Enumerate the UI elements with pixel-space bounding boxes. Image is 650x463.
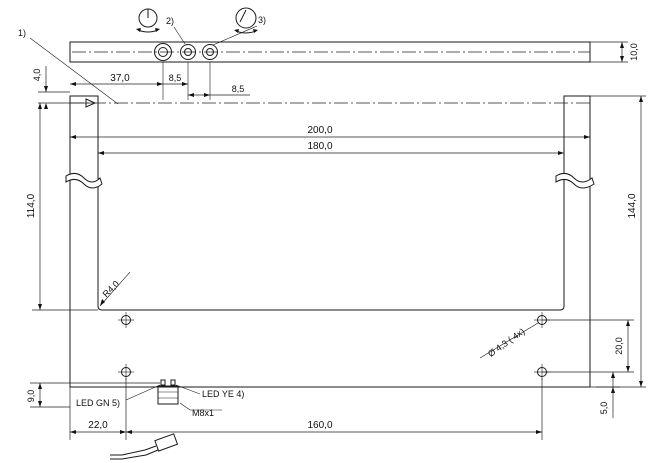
dim-10: 10,0 xyxy=(629,43,639,61)
label-led-gn: LED GN 5) xyxy=(76,398,120,408)
dim-5-group: 5,0 xyxy=(596,372,620,418)
dim-r4: R4,0 xyxy=(101,279,122,300)
dim-20: 20,0 xyxy=(614,337,624,355)
dim-144: 144,0 xyxy=(627,193,638,218)
dim-200: 200,0 xyxy=(307,125,332,136)
knob-position-dimensions: 37,0 8,5 8,5 xyxy=(70,62,250,100)
callout-3: 3) xyxy=(258,15,266,25)
callout-2: 2) xyxy=(166,16,174,26)
led-window-circle xyxy=(202,44,218,60)
dim-hole: Ø 4,3 ( 4x) xyxy=(486,326,527,359)
potentiometer-3-inner xyxy=(184,48,192,56)
potentiometer-3-circle xyxy=(180,44,196,60)
connector-m8 xyxy=(157,379,179,405)
label-led-ye: LED YE 4) xyxy=(202,389,244,399)
led-window-inner xyxy=(206,48,214,56)
dim-4-group: 4,0 xyxy=(32,66,592,109)
cable-plug-icon xyxy=(110,433,179,460)
rotate-symbol-icon xyxy=(234,7,258,34)
break-mark-left xyxy=(65,172,103,189)
dim-114: 114,0 xyxy=(26,193,37,218)
rotate-symbol-icon xyxy=(136,8,160,33)
dim-8-5-b: 8,5 xyxy=(232,84,245,94)
frame-body xyxy=(65,95,595,388)
dim-9-group: 9,0 xyxy=(26,382,160,408)
potentiometer-2-circle xyxy=(154,43,172,61)
break-mark-right xyxy=(555,172,595,189)
led-gn-indicator xyxy=(160,379,166,386)
dim-37: 37,0 xyxy=(110,73,130,84)
dim-9: 9,0 xyxy=(26,390,36,403)
dim-4: 4,0 xyxy=(32,69,42,82)
callout-1: 1) xyxy=(18,28,26,38)
dim-20-group: 20,0 xyxy=(542,319,634,373)
label-m8x1: M8x1 xyxy=(192,408,214,418)
direction-arrow-icon xyxy=(85,98,97,108)
led-ye-indicator xyxy=(170,379,176,386)
dim-8-5-a: 8,5 xyxy=(169,73,182,83)
top-profile-view: 2) 3) 10,0 xyxy=(69,7,639,63)
dim-160: 160,0 xyxy=(307,420,332,431)
dim-22: 22,0 xyxy=(88,420,108,431)
potentiometer-2-inner xyxy=(158,47,168,57)
dim-5: 5,0 xyxy=(599,402,609,415)
dim-180: 180,0 xyxy=(307,141,332,152)
mounting-hole xyxy=(118,312,134,328)
dim-114-group: 114,0 xyxy=(26,103,98,311)
bottom-dimensions: 22,0 160,0 xyxy=(69,378,543,440)
mounting-hole xyxy=(118,364,134,380)
width-dimensions: 200,0 180,0 xyxy=(70,125,590,155)
